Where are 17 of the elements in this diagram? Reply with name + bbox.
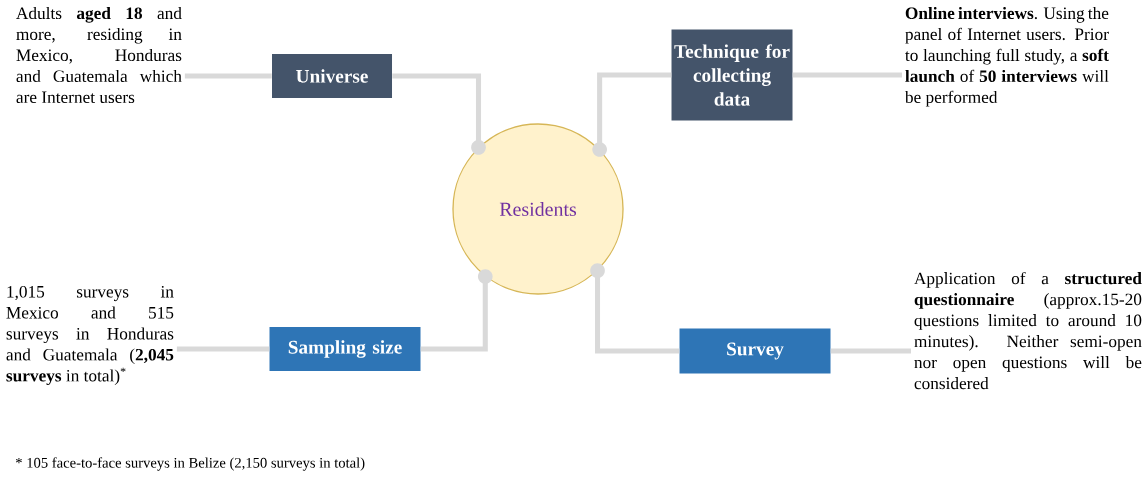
connector-line [420, 269, 493, 352]
connector-line [392, 73, 486, 155]
footnote: * 105 face-to-face surveys in Belize (2,150 surveys in total) [16, 457, 365, 471]
category-box: Sampling size [269, 327, 421, 371]
description-text: Online interviews. Using the panel of Internet users. Prior to launching full study, a soft launch of 50 interviews will be performed [904, 6, 1109, 107]
description-text: 1,015 surveys in Mexico and 515 surveys in Honduras and Guatemala (2,045 surveys in total)$^{*}$ [6, 285, 174, 386]
description-text: Adults aged 18 and more, residing in Mexico, Honduras and Guatemala which are Internet users [16, 6, 182, 104]
connector-line [184, 73, 272, 79]
description-text: Application of a structured questionnaire (approx.15-20 questions limited to around 10 minutes). Neither semi-open nor open questions will be considered [914, 271, 1142, 390]
connector-line [792, 72, 902, 78]
connector-line [590, 263, 680, 354]
category-box: Survey [679, 328, 831, 374]
category-box: Technique for collecting data [671, 29, 793, 121]
connector-line [830, 348, 911, 354]
connector-line [176, 346, 270, 352]
category-box: Universe [272, 54, 392, 98]
connector-line [592, 72, 672, 157]
